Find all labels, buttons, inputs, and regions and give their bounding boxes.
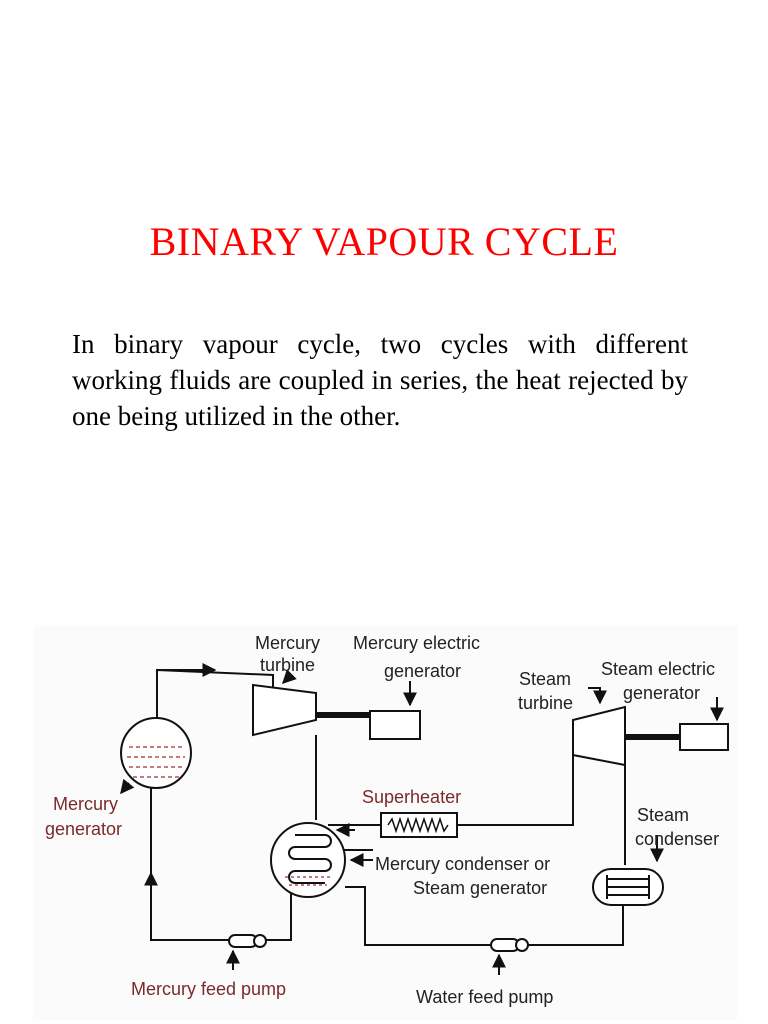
label-condenser-1: Mercury condenser or [375, 854, 550, 874]
label-mercury-boiler-1: Mercury [53, 794, 118, 814]
label-mercury-generator-1: Mercury electric [353, 633, 480, 653]
label-mercury-turbine-2: turbine [260, 655, 315, 675]
label-mercury-turbine-1: Mercury [255, 633, 320, 653]
label-steam-turbine-2: turbine [518, 693, 573, 713]
mercury-condenser [270, 822, 346, 898]
label-mercury-boiler-2: generator [45, 819, 122, 839]
steam-condenser [592, 868, 664, 906]
water-feed-pump [490, 938, 529, 952]
steam-electric-generator [679, 723, 729, 751]
binary-cycle-diagram: Mercury turbine Mercury electric generat… [33, 625, 737, 1020]
label-steam-generator-2: generator [623, 683, 700, 703]
label-steam-condenser-1: Steam [637, 805, 689, 825]
label-mercury-generator-2: generator [384, 661, 461, 681]
mercury-generator-drum [120, 717, 192, 789]
mercury-turbine [252, 683, 370, 737]
steam-turbine [572, 705, 680, 767]
label-steam-generator-1: Steam electric [601, 659, 715, 679]
page-title: BINARY VAPOUR CYCLE [149, 219, 619, 264]
superheater [380, 812, 458, 838]
label-steam-turbine-1: Steam [519, 669, 571, 689]
mercury-electric-generator [369, 710, 421, 740]
label-steam-condenser-2: condenser [635, 829, 719, 849]
label-superheater: Superheater [362, 787, 461, 807]
mercury-loop-piping [144, 663, 317, 941]
label-mercury-pump: Mercury feed pump [131, 979, 286, 999]
label-water-pump: Water feed pump [416, 987, 553, 1007]
mercury-feed-pump [228, 934, 267, 948]
label-condenser-2: Steam generator [413, 878, 547, 898]
intro-paragraph: In binary vapour cycle, two cycles with … [72, 329, 688, 431]
